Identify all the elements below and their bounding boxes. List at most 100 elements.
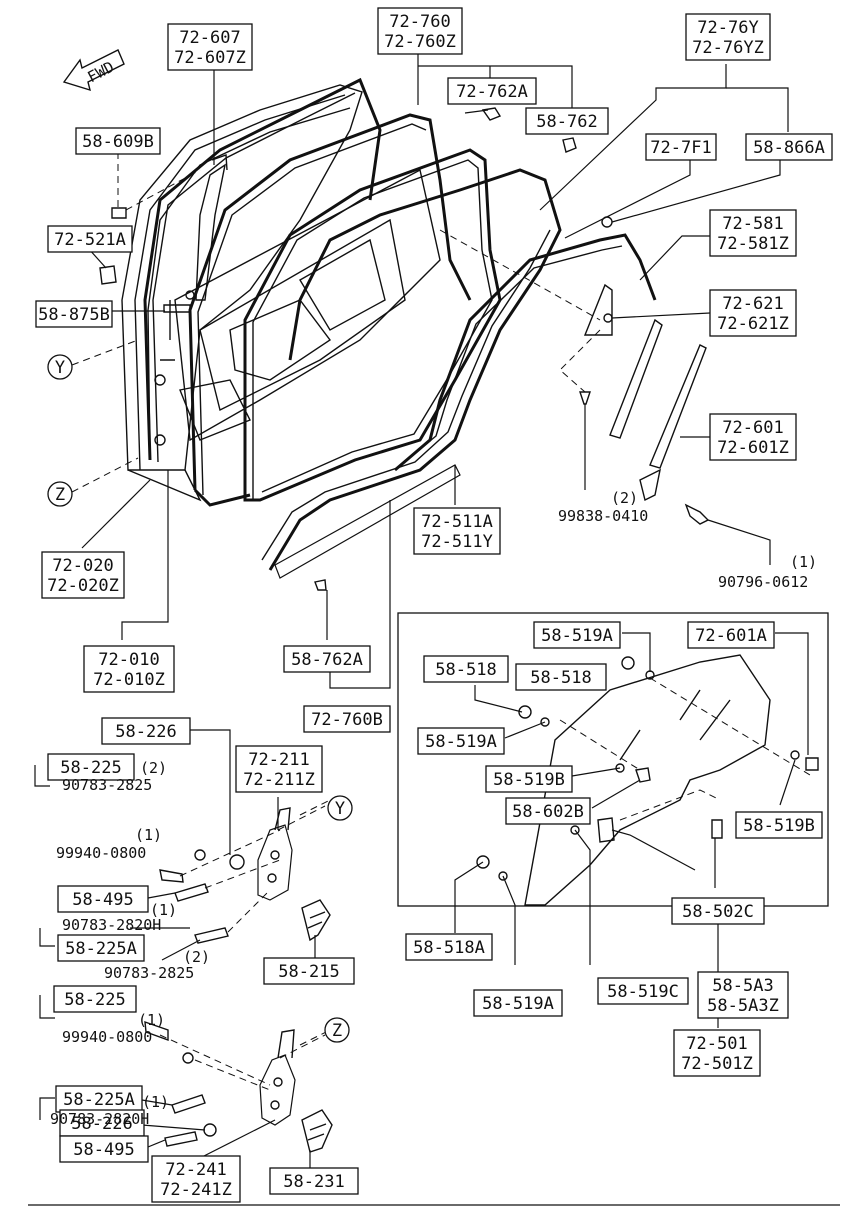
screw-99838-icon [579, 391, 591, 405]
quantity-text: (1) [150, 901, 177, 919]
part-number-text: 58-226 [71, 1114, 132, 1134]
clip-58-762A-icon [314, 579, 327, 591]
part-label-58-225A-bot: 58-225A [55, 1085, 143, 1113]
part-number-text: 58-231 [283, 1172, 344, 1192]
part-label-58-602B: 58-602B [505, 797, 591, 825]
part-number-text: 72-501Z [681, 1054, 753, 1074]
part-number-text: 72-581 [722, 214, 783, 234]
part-label-box [35, 300, 113, 328]
part-label-box [423, 655, 509, 683]
part-number-text: 99838-0410 [558, 507, 648, 525]
part-label-box [303, 705, 391, 733]
part-label-72-521A: 72-521A [47, 225, 133, 253]
labels-layer: 72-76072-760Z72-60772-607Z72-76Y72-76YZ7… [35, 7, 833, 1203]
weatherstrip-ring-3-drawing [261, 168, 562, 571]
part-number-text: 58-5A3Z [707, 996, 779, 1016]
glass-run-rear-drawing [639, 344, 707, 502]
glass-inset-frame [397, 612, 829, 907]
part-number-text: 72-7F1 [650, 138, 711, 158]
part-label-box [525, 107, 609, 135]
part-label-box [101, 717, 191, 745]
bolt-90796-icon [684, 503, 710, 525]
part-label-box [671, 897, 765, 925]
part-number-text: 72-762A [456, 82, 528, 102]
part-label-box [47, 225, 133, 253]
part-label-box [709, 289, 797, 337]
part-number-text: 72-010 [98, 650, 159, 670]
part-number-text: 58-495 [72, 890, 133, 910]
part-number-text: 72-020Z [47, 576, 119, 596]
part-label-box [55, 1085, 143, 1113]
callout-y1: Y [47, 354, 73, 380]
part-number-text: 72-760B [311, 710, 383, 730]
plain-text-layer: 99838-0410(2)90796-0612(1)90783-2825(2)9… [50, 489, 817, 1128]
weatherstrip-ring-2-drawing [243, 148, 502, 502]
lower-hinge-shim-drawing [301, 1109, 333, 1153]
part-label-72-7F1: 72-7F1 [645, 133, 717, 161]
part-number-text: 58-519A [541, 626, 613, 646]
part-label-box [533, 621, 621, 649]
part-number-text: 58-519B [493, 770, 565, 790]
weatherstrip-ring-1-drawing [188, 113, 472, 507]
part-label-box [59, 1135, 149, 1163]
part-number-text: 58-5A3 [712, 976, 773, 996]
part-number-text: 58-225 [60, 758, 121, 778]
part-label-box [473, 989, 563, 1017]
door-shell-drawing [121, 84, 441, 502]
part-number-text: 90783-2825 [62, 776, 152, 794]
run-channel-drawing [609, 318, 663, 439]
part-label-box [57, 934, 145, 962]
part-label-box [673, 1029, 761, 1077]
part-number-text: 90783-2820H [50, 1110, 149, 1128]
part-label-box [447, 77, 537, 105]
door-glass-drawing [524, 654, 811, 906]
part-label-box [41, 551, 125, 599]
part-number-text: 72-211Z [243, 770, 315, 790]
part-label-box [57, 885, 149, 913]
part-label-58-875B: 58-875B [35, 300, 113, 328]
part-label-box [597, 977, 689, 1005]
part-label-box [515, 663, 607, 691]
part-number-text: 58-875B [38, 305, 110, 325]
part-label-box [505, 797, 591, 825]
part-label-box [745, 133, 833, 161]
part-number-text: 99940-0800 [56, 844, 146, 862]
part-number-text: 72-501 [686, 1034, 747, 1054]
part-number-text: 72-621Z [717, 314, 789, 334]
part-number-text: 72-601 [722, 418, 783, 438]
weatherstrip-outer-drawing [143, 77, 382, 463]
callout-letter: Z [55, 485, 65, 505]
part-number-text: 72-621 [722, 294, 783, 314]
part-label-58-519C: 58-519C [597, 977, 689, 1005]
cap-72-521A-icon [99, 265, 117, 285]
part-number-text: 58-225A [65, 939, 137, 959]
part-number-text: 58-519A [425, 732, 497, 752]
part-number-text: 58-518A [413, 938, 485, 958]
part-number-text: 90783-2825 [104, 964, 194, 982]
part-label-box [263, 957, 355, 985]
callout-circle [327, 795, 353, 821]
part-label-box [283, 645, 371, 673]
part-label-58-519A-top: 58-519A [533, 621, 621, 649]
part-number-text: 58-602B [512, 802, 584, 822]
part-label-58-762A: 58-762A [283, 645, 371, 673]
part-label-58-231: 58-231 [269, 1167, 359, 1195]
part-label-box [47, 753, 135, 781]
part-number-text: 58-225A [63, 1090, 135, 1110]
part-number-text: 58-215 [278, 962, 339, 982]
part-number-text: 72-607Z [174, 48, 246, 68]
part-number-text: 72-601A [695, 626, 767, 646]
part-number-text: 72-010Z [93, 670, 165, 690]
rear-garnish-drawing [583, 283, 613, 336]
part-label-72-760B: 72-760B [303, 705, 391, 733]
part-number-text: 72-581Z [717, 234, 789, 254]
part-label-box [235, 745, 323, 793]
